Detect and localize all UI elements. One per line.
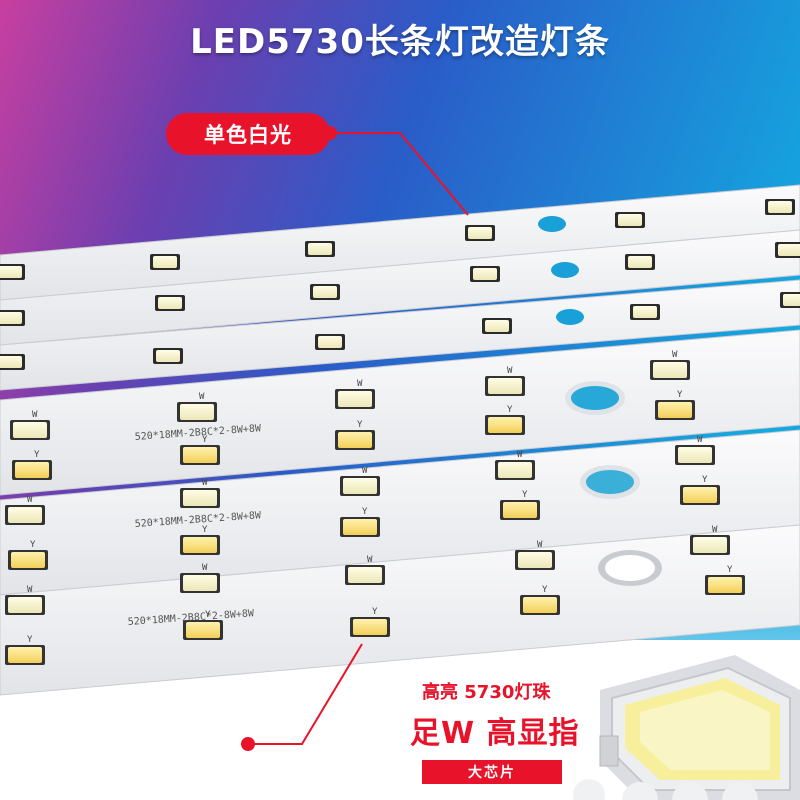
led-chip	[353, 619, 387, 635]
led-chip	[693, 537, 727, 553]
led-chip	[156, 350, 180, 362]
led-strip-group: WYWYWYWYWYWYWYWYWYWYWYWYWYWYWY520*18MM-2…	[0, 184, 800, 696]
chip-badge: 大芯片	[422, 760, 562, 784]
led-chip	[768, 201, 792, 213]
led-polarity-label: Y	[30, 540, 36, 550]
mounting-hole	[538, 216, 566, 232]
led-chip	[473, 268, 497, 280]
led-polarity-label: W	[199, 392, 205, 402]
led-polarity-label: Y	[202, 525, 208, 535]
led-chip	[488, 378, 522, 394]
led-chip	[183, 575, 217, 591]
mounting-hole	[556, 309, 584, 325]
led-polarity-label: Y	[677, 390, 683, 400]
callout-line-top	[330, 132, 469, 216]
led-chip	[0, 266, 22, 278]
led-polarity-label: W	[367, 555, 373, 565]
led-polarity-label: Y	[542, 585, 548, 595]
led-chip	[678, 447, 712, 463]
led-polarity-label: Y	[27, 635, 33, 645]
led-chip	[343, 519, 377, 535]
mounting-hole	[551, 262, 579, 278]
led-polarity-label: Y	[507, 405, 513, 415]
led-polarity-label: W	[357, 379, 363, 389]
led-polarity-label: Y	[702, 475, 708, 485]
mounting-hole	[586, 470, 634, 494]
led-polarity-label: Y	[362, 507, 368, 517]
led-chip	[313, 286, 337, 298]
led-chip	[338, 391, 372, 407]
mounting-hole	[571, 386, 619, 410]
led-chip	[523, 597, 557, 613]
mounting-hole	[605, 555, 655, 581]
led-polarity-label: Y	[202, 435, 208, 445]
led-chip	[183, 490, 217, 506]
chip-callout-line2: 足W 高显指	[410, 716, 580, 751]
led-polarity-label: W	[517, 450, 523, 460]
led-polarity-label: W	[537, 540, 543, 550]
led-chip	[518, 552, 552, 568]
led-strip	[0, 184, 800, 301]
led-polarity-label: W	[507, 366, 513, 376]
led-polarity-label: W	[697, 435, 703, 445]
led-chip	[628, 256, 652, 268]
led-chip	[13, 422, 47, 438]
led-polarity-label: W	[712, 525, 718, 535]
led-polarity-label: Y	[34, 450, 40, 460]
led-chip	[618, 214, 642, 226]
callout-dot-top	[323, 126, 337, 140]
led-chip	[183, 447, 217, 463]
led-chip	[488, 417, 522, 433]
led-chip	[783, 294, 800, 306]
led-polarity-label: Y	[727, 565, 733, 575]
led-chip	[11, 552, 45, 568]
led-chip	[343, 478, 377, 494]
led-chip	[683, 487, 717, 503]
led-polarity-label: W	[202, 478, 208, 488]
led-polarity-label: Y	[205, 610, 211, 620]
callout-dot-bottom	[241, 737, 255, 751]
page-title: LED5730长条灯改造灯条	[190, 22, 610, 62]
led-polarity-label: W	[672, 350, 678, 360]
led-polarity-label: W	[27, 585, 33, 595]
led-chip	[180, 404, 214, 420]
led-chip	[183, 537, 217, 553]
led-chip	[633, 306, 657, 318]
led-polarity-label: W	[32, 410, 38, 420]
led-chip	[8, 597, 42, 613]
led-chip	[308, 243, 332, 255]
led-chip	[338, 432, 372, 448]
led-chip	[0, 356, 22, 368]
led-polarity-label: W	[27, 495, 33, 505]
led-chip	[503, 502, 537, 518]
led-chip	[15, 462, 49, 478]
led-chip	[653, 362, 687, 378]
led-polarity-label: Y	[522, 490, 528, 500]
led-chip	[0, 312, 22, 324]
led-chip	[348, 567, 382, 583]
chip-callout-line1: 高亮 5730灯珠	[422, 682, 551, 703]
led-chip	[468, 227, 492, 239]
led-polarity-label: Y	[357, 420, 363, 430]
led-strip	[0, 279, 800, 391]
led-chip	[8, 507, 42, 523]
led-polarity-label: W	[202, 563, 208, 573]
led-chip	[318, 336, 342, 348]
led-chip	[8, 647, 42, 663]
led-chip	[778, 244, 800, 256]
led-chip	[158, 297, 182, 309]
led-chip	[708, 577, 742, 593]
callout-line-bottom	[250, 643, 363, 745]
led-chip	[153, 256, 177, 268]
led-chip	[658, 402, 692, 418]
led-chip	[186, 622, 220, 638]
led-polarity-label: Y	[372, 607, 378, 617]
led-polarity-label: W	[362, 466, 368, 476]
smd-5730-chip-illustration	[573, 655, 800, 800]
single-color-white-light-label: 单色白光	[166, 113, 330, 155]
led-chip	[485, 320, 509, 332]
led-strip	[0, 229, 800, 346]
led-chip	[498, 462, 532, 478]
